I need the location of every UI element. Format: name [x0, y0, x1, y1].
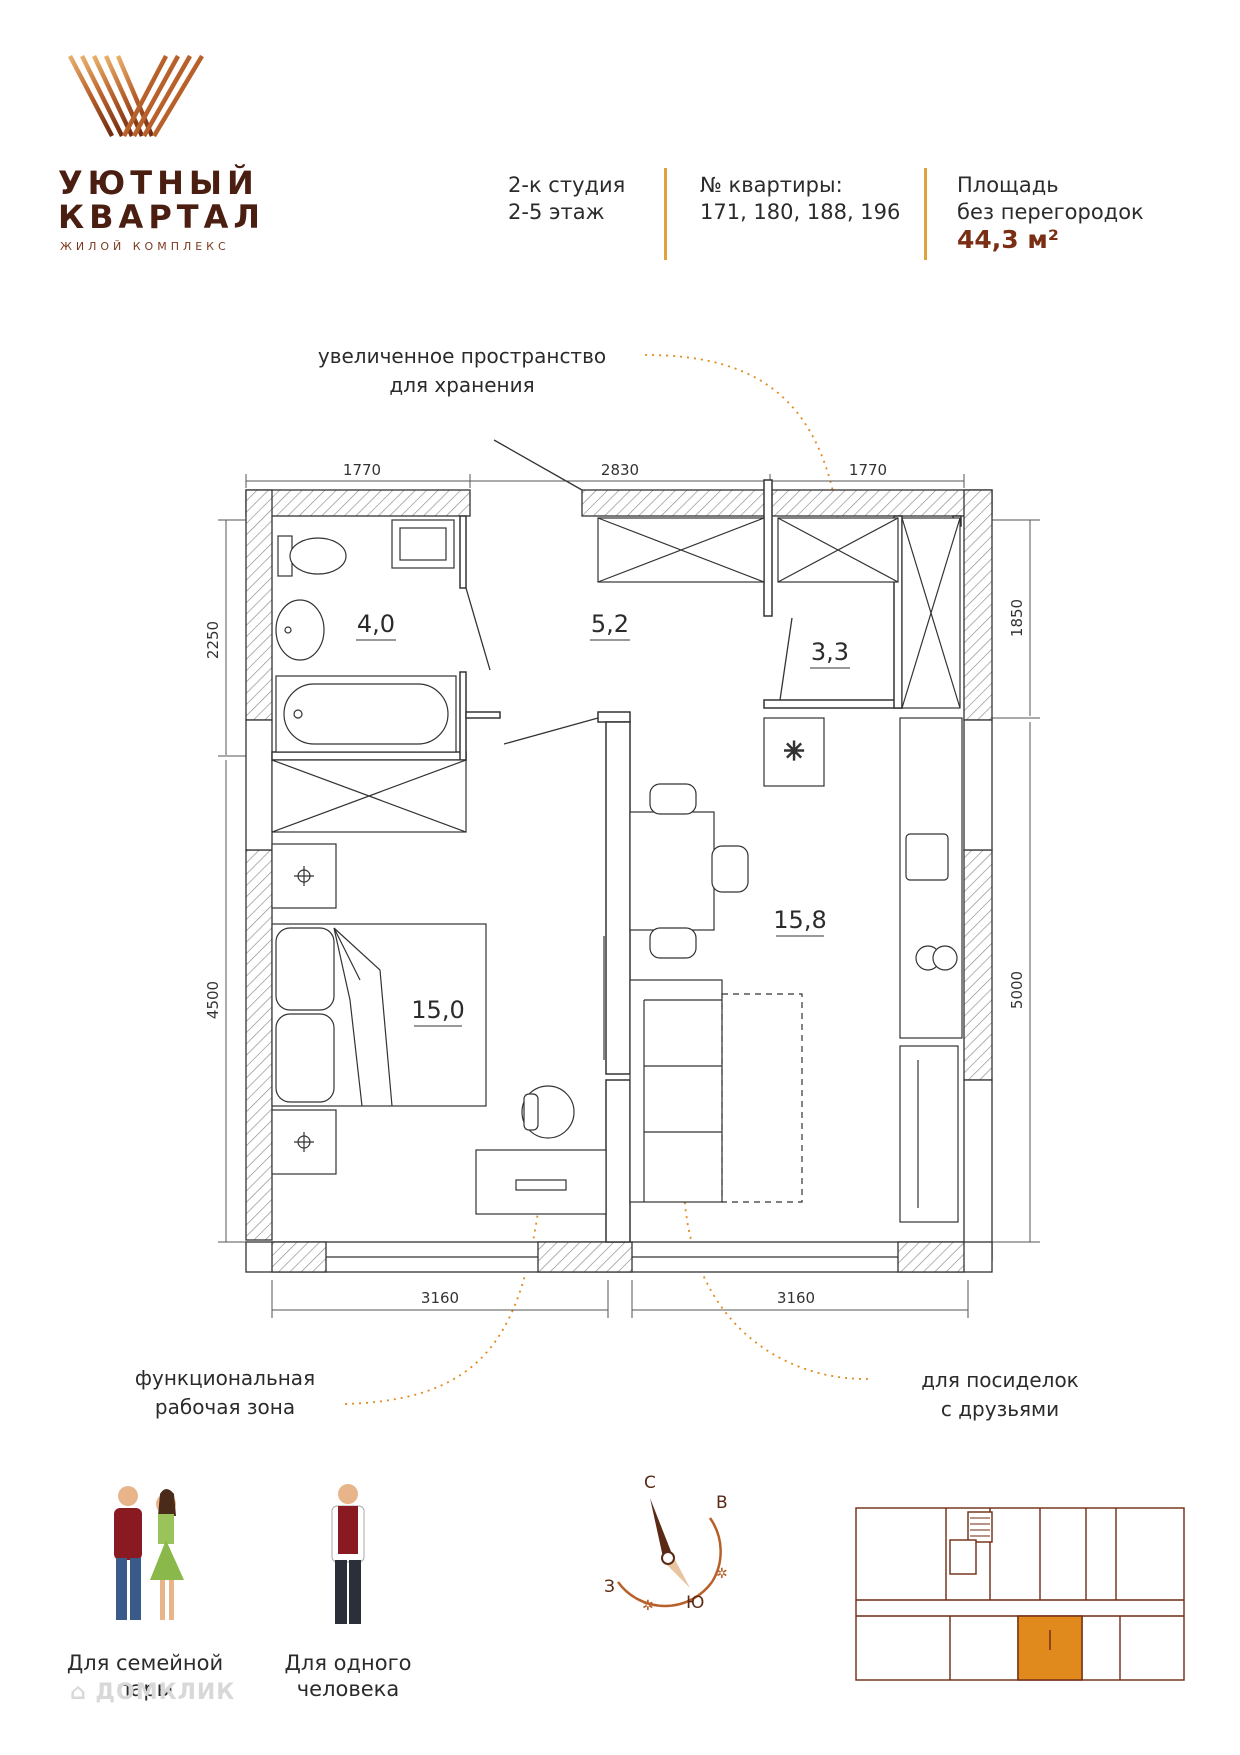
room-area-bath: 4,0 — [357, 610, 395, 638]
compass-east: В — [716, 1493, 728, 1513]
plan-walls — [245, 489, 993, 1273]
wall-left-upper — [245, 489, 273, 721]
compass-needle — [650, 1498, 672, 1562]
storage-leader-line — [644, 354, 843, 553]
annotation-storage-line1: увеличенное пространство — [317, 344, 607, 368]
room-area-hall: 5,2 — [591, 610, 629, 638]
legend-family-line1: Для семейной — [66, 1651, 224, 1675]
brand-y-logo-icon — [68, 54, 204, 138]
nightstand-1 — [271, 843, 337, 909]
apartment-type-line1: 2-к студия — [508, 173, 626, 197]
dining-table — [629, 783, 749, 959]
legend-family-line2: пары — [116, 1677, 174, 1701]
annotation-friends-line2: с друзьями — [940, 1397, 1060, 1421]
room-area-living: 15,8 — [773, 906, 826, 934]
header-divider-2 — [924, 168, 927, 260]
apartment-numbers: № квартиры: 171, 180, 188, 196 — [700, 172, 900, 226]
legend-family: Для семейной пары — [50, 1650, 240, 1702]
compass-rose: С В З Ю ✲ ✲ — [604, 1473, 728, 1614]
toilet — [277, 535, 347, 577]
wall-bottom-hatch-2 — [537, 1241, 633, 1273]
legend-single-line1: Для одного — [284, 1651, 412, 1675]
family-couple-icon — [114, 1486, 184, 1620]
room-area-labels: 4,0 5,2 3,3 15,8 15,0 — [356, 610, 850, 1027]
apartment-type: 2-к студия 2-5 этаж — [508, 172, 625, 226]
desk-chair — [521, 1085, 575, 1139]
storage-wardrobes — [271, 517, 961, 833]
wall-right-mid — [963, 849, 993, 1081]
annotation-storage: увеличенное пространство для хранения — [282, 342, 642, 400]
interior-partitions — [271, 479, 962, 1243]
single-person-icon — [331, 1484, 365, 1624]
desk — [475, 1149, 607, 1215]
annotation-work-line2: рабочая зона — [154, 1395, 296, 1419]
wall-right-lower — [963, 1079, 993, 1261]
brand-name-line2: КВАРТАЛ — [58, 198, 265, 236]
apartment-floors: 2-5 этаж — [508, 200, 605, 224]
compass-south: Ю — [686, 1593, 704, 1613]
dim-bottom-left: 3160 — [421, 1289, 459, 1307]
sun-icon: ✲ — [642, 1598, 654, 1614]
watermark-logo-icon: ⌂ — [70, 1680, 96, 1705]
hood-icon: ✳ — [783, 737, 805, 767]
annotation-storage-line2: для хранения — [389, 373, 535, 397]
annotation-work-line1: функциональная — [134, 1366, 316, 1390]
bathtub — [275, 675, 457, 753]
legend-single-line2: человека — [296, 1677, 400, 1701]
apartment-area: Площадь без перегородок 44,3 м² — [957, 172, 1144, 253]
dim-right-lower: 5000 — [1008, 971, 1026, 1009]
key-plan-stair-lines — [970, 1517, 990, 1537]
area-value: 44,3 м² — [957, 225, 1059, 254]
wall-left-window — [245, 719, 273, 851]
dim-right-upper: 1850 — [1008, 599, 1026, 637]
annotation-work-zone: функциональная рабочая зона — [105, 1364, 345, 1422]
wall-left-lower — [245, 849, 273, 1241]
watermark: ⌂ ДОМКЛИК — [70, 1680, 235, 1705]
compass-west: З — [604, 1577, 615, 1597]
living-furniture — [603, 783, 803, 1203]
apartment-numbers-value: 171, 180, 188, 196 — [700, 200, 901, 224]
apartment-numbers-label: № квартиры: — [700, 173, 843, 197]
nightstand-2 — [271, 1109, 337, 1175]
annotation-leaders — [344, 354, 869, 1405]
compass-north: С — [644, 1473, 656, 1493]
bedroom-furniture — [271, 843, 607, 1215]
wall-bottom-hatch-3 — [897, 1241, 965, 1273]
dim-left-upper: 2250 — [204, 621, 222, 659]
legend-single: Для одного человека — [258, 1650, 438, 1702]
wall-top-left — [245, 489, 471, 517]
wall-bottom-hatch-1 — [271, 1241, 327, 1273]
wall-top-right — [581, 489, 993, 517]
wall-right-window — [963, 719, 993, 851]
dim-left-lower: 4500 — [204, 981, 222, 1019]
bed — [271, 923, 487, 1107]
watermark-text: ДОМКЛИК — [95, 1680, 236, 1705]
annotation-friends-line1: для посиделок — [921, 1368, 1079, 1392]
sofa — [629, 979, 803, 1203]
brand-subtitle: ЖИЛОЙ КОМПЛЕКС — [60, 240, 230, 253]
friends-leader-line — [683, 1189, 869, 1380]
brand-name-line1: УЮТНЫЙ — [58, 164, 259, 202]
door-lines — [465, 439, 793, 745]
sun-icon: ✲ — [716, 1566, 728, 1582]
floor-key-plan — [855, 1507, 1185, 1681]
area-label-line2: без перегородок — [957, 200, 1144, 224]
washbasin — [275, 599, 325, 661]
wall-right-upper — [963, 489, 993, 721]
room-area-storage: 3,3 — [811, 638, 849, 666]
dim-top-left: 1770 — [343, 461, 381, 479]
dimension-labels: 1770 2830 1770 3160 3160 2250 4500 1850 … — [204, 461, 1026, 1307]
brand-name: УЮТНЫЙ КВАРТАЛ — [58, 166, 265, 234]
dim-bottom-right: 3160 — [777, 1289, 815, 1307]
room-area-bedroom: 15,0 — [411, 996, 464, 1024]
header-divider-1 — [664, 168, 667, 260]
dim-top-mid: 2830 — [601, 461, 639, 479]
dim-top-right: 1770 — [849, 461, 887, 479]
area-label-line1: Площадь — [957, 173, 1059, 197]
kitchen-units: ✳ — [763, 717, 963, 1223]
bathroom-fixtures — [275, 519, 457, 753]
annotation-friends: для посиделок с друзьями — [880, 1366, 1120, 1424]
washing-machine — [391, 519, 455, 569]
